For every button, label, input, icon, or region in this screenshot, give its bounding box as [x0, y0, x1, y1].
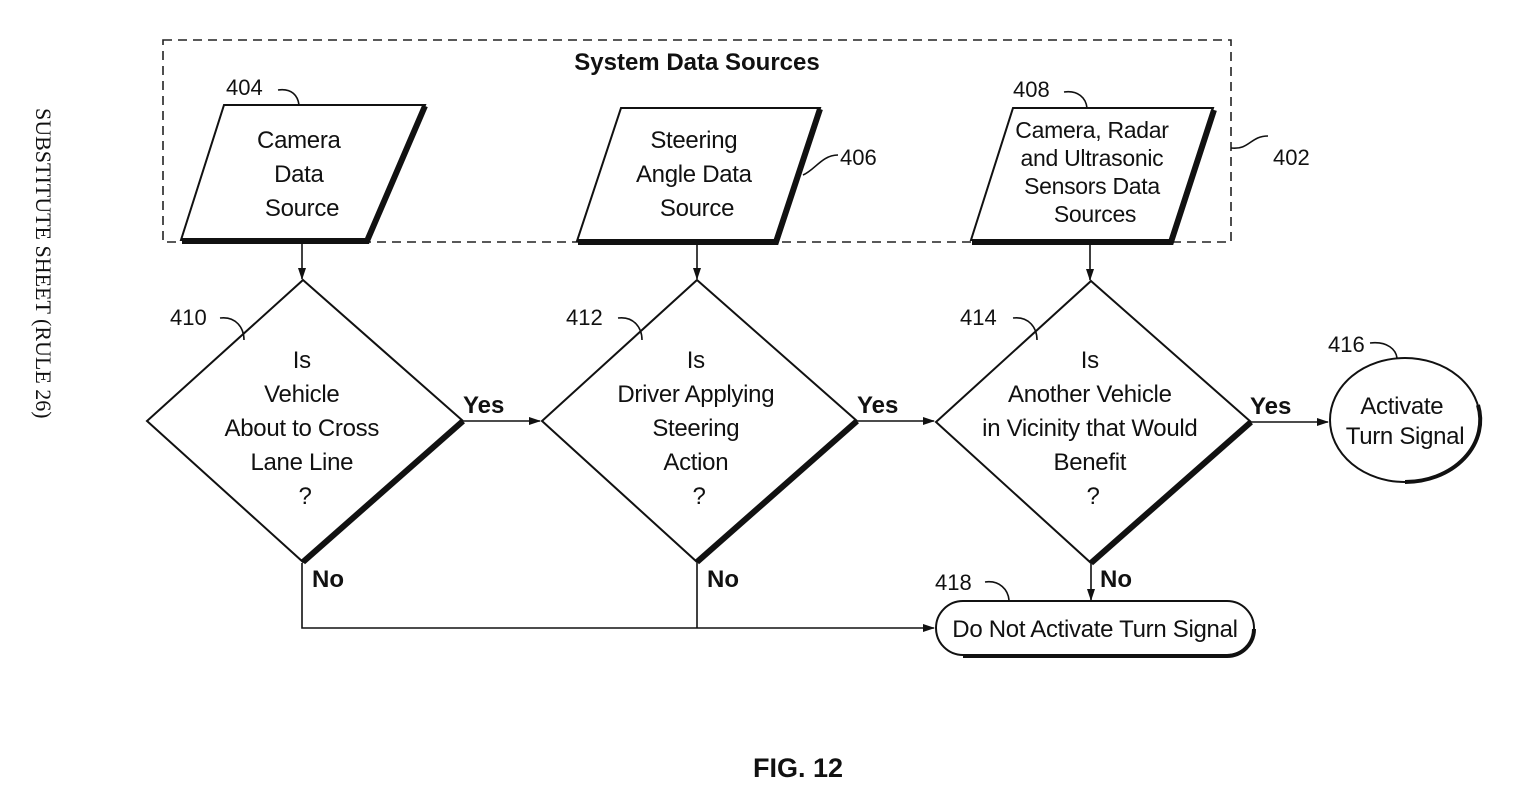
decision-410-line-2: Vehicle: [264, 381, 339, 408]
source-404-line-3: Source: [265, 195, 339, 222]
svg-text:Is Vehicle About t: Is Vehicle About to Cross Lane Line ?: [225, 347, 386, 510]
decision-414-line-3: in Vicinity that Would: [982, 415, 1197, 442]
decision-412-line-5: ?: [692, 483, 705, 510]
ref-418: 418: [935, 570, 972, 595]
ref-402: 402: [1273, 145, 1310, 170]
terminal-416-line-1: Activate: [1360, 393, 1443, 420]
side-caption: SUBSTITUTE SHEET (RULE 26): [31, 108, 56, 419]
svg-text:Activate Turn Signal: Activate Turn Signal: [1346, 393, 1465, 450]
group-title: System Data Sources: [574, 49, 819, 76]
decision-414-line-5: ?: [1086, 483, 1099, 510]
ref-416: 416: [1328, 332, 1365, 357]
source-404-line-1: Camera: [257, 127, 342, 154]
decision-412-line-4: Action: [663, 449, 728, 476]
decision-410-line-4: Lane Line: [250, 449, 353, 476]
ref-412: 412: [566, 305, 603, 330]
label-no-412: No: [707, 566, 739, 593]
path-410-no: [301, 563, 697, 629]
decision-412-line-2: Driver Applying: [617, 381, 774, 408]
source-406-line-1: Steering: [650, 127, 737, 154]
data-source-408: 408 Camera, Radar and Ultrasonic Sensors…: [969, 77, 1217, 245]
decision-412-line-3: Steering: [652, 415, 739, 442]
terminal-416-line-2: Turn Signal: [1346, 423, 1465, 450]
ref-408: 408: [1013, 77, 1050, 102]
label-yes-414: Yes: [1250, 393, 1291, 420]
source-408-line-2: and Ultrasonic: [1021, 145, 1164, 171]
data-source-406: 406 Steering Angle Data Source: [575, 107, 877, 245]
terminal-416: 416 Activate Turn Signal: [1328, 332, 1483, 485]
source-408-line-1: Camera, Radar: [1015, 117, 1169, 143]
ref-414: 414: [960, 305, 997, 330]
decision-410-line-1: Is: [293, 347, 311, 374]
terminal-418: 418 Do Not Activate Turn Signal: [935, 570, 1256, 658]
svg-text:Camera Data Source: Camera Data Source: [257, 127, 347, 222]
ref-406: 406: [840, 145, 877, 170]
data-source-404: 404 Camera Data Source: [179, 75, 428, 244]
ref-404: 404: [226, 75, 263, 100]
label-yes-412: Yes: [857, 392, 898, 419]
source-408-line-3: Sensors Data: [1024, 173, 1160, 199]
decision-410-line-5: ?: [298, 483, 311, 510]
svg-text:Steering Angle Data: Steering Angle Data Source: [636, 127, 758, 222]
decision-410-line-3: About to Cross: [225, 415, 380, 442]
decision-410: 410 Is Vehicle About to Cross Lane Line …: [145, 278, 465, 565]
svg-text:Camera, Radar and Ultras: Camera, Radar and Ultrasonic Sensors Dat…: [1015, 117, 1174, 227]
svg-text:Is Another Vehicle: Is Another Vehicle in Vicinity that Woul…: [982, 347, 1204, 510]
figure-label: FIG. 12: [753, 753, 843, 783]
label-yes-410: Yes: [463, 392, 504, 419]
ref-410: 410: [170, 305, 207, 330]
decision-414-line-4: Benefit: [1054, 449, 1127, 476]
decision-414-line-2: Another Vehicle: [1008, 381, 1172, 408]
svg-text:Is Driver Applying: Is Driver Applying Steering Action ?: [617, 347, 780, 510]
label-no-414: No: [1100, 566, 1132, 593]
source-406-line-2: Angle Data: [636, 161, 753, 188]
source-408-line-4: Sources: [1054, 201, 1136, 227]
decision-414: 414 Is Another Vehicle in Vicinity that …: [934, 279, 1253, 566]
source-406-line-3: Source: [660, 195, 734, 222]
decision-414-line-1: Is: [1081, 347, 1099, 374]
label-no-410: No: [312, 566, 344, 593]
source-404-line-2: Data: [274, 161, 324, 188]
decision-412-line-1: Is: [687, 347, 705, 374]
decision-412: 412 Is Driver Applying Steering Action ?: [540, 278, 859, 565]
terminal-418-label: Do Not Activate Turn Signal: [952, 616, 1237, 643]
ref-leader-402: [1230, 135, 1269, 149]
